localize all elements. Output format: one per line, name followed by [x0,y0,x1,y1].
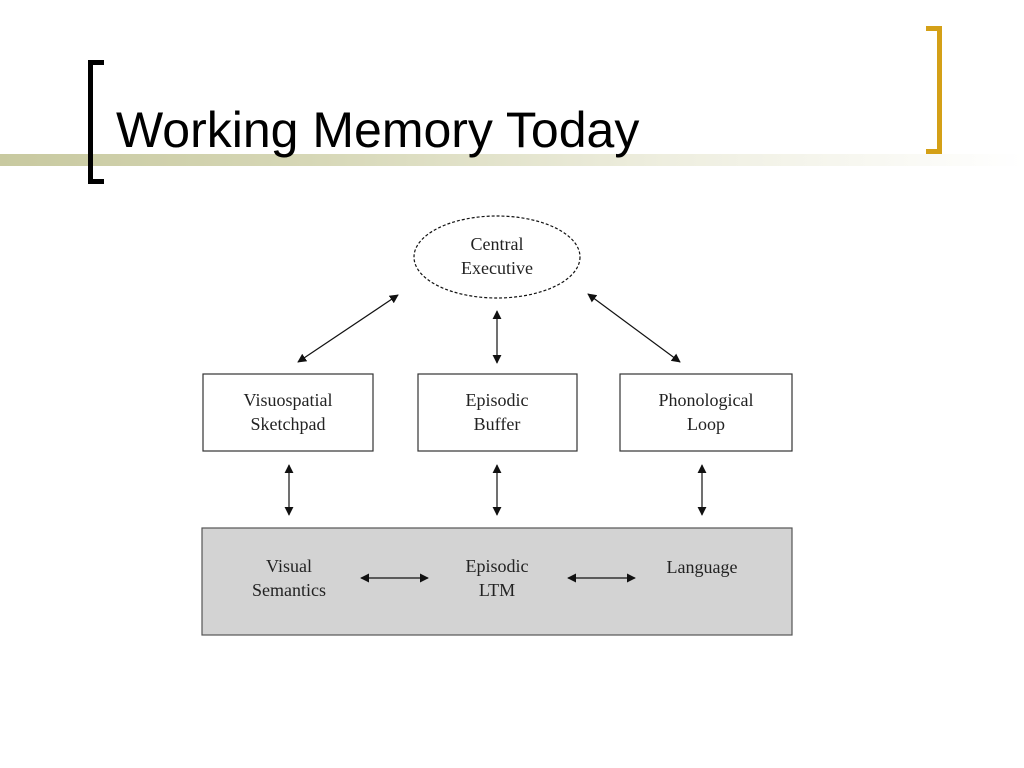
phonological-loop-line1: Phonological [659,390,754,410]
language-label: Language [667,557,738,577]
ltm-background [201,527,793,636]
arrow-executive-sketchpad [297,294,399,363]
visuospatial-sketchpad-box [202,373,374,452]
visuospatial-sketchpad-line2: Sketchpad [251,414,326,434]
title-underline-band [0,154,1024,166]
episodic-buffer-box [417,373,578,452]
visuospatial-sketchpad-line1: Visuospatial [244,390,333,410]
central-executive-line1: Central [471,234,524,254]
visual-semantics-line1: Visual [266,556,312,576]
phonological-loop-node: Phonological Loop [619,373,793,452]
right-bracket-decoration [926,26,942,154]
phonological-loop-box [619,373,793,452]
episodic-ltm-line1: Episodic [466,556,529,576]
slide-title: Working Memory Today [116,102,640,158]
long-term-memory-box: Visual Semantics Episodic LTM Language [201,527,793,636]
episodic-buffer-line1: Episodic [466,390,529,410]
left-bracket-decoration [88,60,104,184]
episodic-ltm-line2: LTM [479,580,515,600]
visuospatial-sketchpad-node: Visuospatial Sketchpad [202,373,374,452]
central-executive-node: Central Executive [413,215,581,299]
episodic-buffer-node: Episodic Buffer [417,373,578,452]
visual-semantics-line2: Semantics [252,580,326,600]
central-executive-ellipse [413,215,581,299]
episodic-buffer-line2: Buffer [474,414,521,434]
phonological-loop-line2: Loop [687,414,725,434]
arrow-executive-loop [587,293,681,363]
central-executive-line2: Executive [461,258,533,278]
